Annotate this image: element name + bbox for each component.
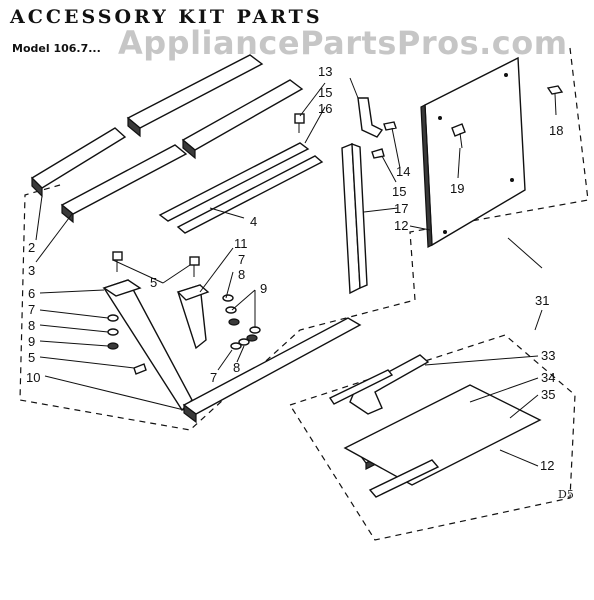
- clip-part-18: [546, 85, 564, 95]
- callout-8-lower: 8: [233, 360, 240, 375]
- callout-31: 31: [535, 293, 549, 308]
- callout-2: 2: [28, 240, 35, 255]
- callout-5-lower: 5: [28, 350, 35, 365]
- callout-5-upper: 5: [150, 275, 157, 290]
- angle-strip-part-3: [60, 144, 188, 224]
- screw-part-14: [383, 121, 397, 131]
- seal-strip-part-33: [328, 354, 430, 415]
- washer-nut-set-left: [107, 314, 119, 350]
- callout-6: 6: [28, 286, 35, 301]
- bracket-part-11: [176, 284, 210, 350]
- screw-part-15: [371, 148, 385, 159]
- callout-7-lower: 7: [210, 370, 217, 385]
- callout-15-upper: 15: [318, 85, 332, 100]
- callout-4: 4: [250, 214, 257, 229]
- model-number-label: Model 106.7...: [12, 42, 101, 55]
- callout-8-right: 8: [238, 267, 245, 282]
- washer-nut-set-lower: [230, 334, 258, 350]
- callout-10: 10: [26, 370, 40, 385]
- angle-strip-upper-left: [126, 54, 264, 138]
- callout-35: 35: [541, 387, 555, 402]
- callout-11: 11: [234, 236, 248, 251]
- callout-17: 17: [394, 201, 408, 216]
- page-title: ACCESSORY KIT PARTS: [10, 6, 323, 28]
- callout-9-right: 9: [260, 281, 267, 296]
- washer-nut-set-right: [222, 294, 261, 334]
- angle-strip-part-2: [30, 127, 127, 198]
- bracket-part-13: [357, 97, 384, 138]
- callout-12-panel: 12: [394, 218, 408, 233]
- callout-7-left: 7: [28, 302, 35, 317]
- callout-15-lower: 15: [392, 184, 406, 199]
- diagram-code: D5: [558, 488, 574, 501]
- bolt-part-5-lower: [133, 363, 147, 375]
- callout-3: 3: [28, 263, 35, 278]
- callout-12-base: 12: [540, 458, 554, 473]
- callout-14: 14: [396, 164, 410, 179]
- bolt-part-5-upper-right: [189, 256, 200, 277]
- base-rail-part-10: [182, 317, 362, 424]
- callout-19: 19: [450, 181, 464, 196]
- angle-strip-upper-right: [181, 79, 304, 160]
- callout-13: 13: [318, 64, 332, 79]
- kit-boundary-outline: [19, 47, 589, 431]
- watermark-text: AppliancePartsPros.com: [118, 24, 568, 62]
- base-strip-part-12: [343, 384, 542, 498]
- panel-part-12: [420, 56, 526, 248]
- callout-33: 33: [541, 348, 555, 363]
- callout-9-left: 9: [28, 334, 35, 349]
- screw-part-19: [451, 123, 466, 149]
- leader-lines: [35, 77, 557, 467]
- callout-7-right: 7: [238, 252, 245, 267]
- sub-kit-boundary-outline: [289, 334, 576, 541]
- rail-part-4: [158, 142, 324, 234]
- callout-34: 34: [541, 370, 555, 385]
- callout-8-left: 8: [28, 318, 35, 333]
- callout-16: 16: [318, 101, 332, 116]
- screw-part-16: [294, 113, 305, 133]
- channel-part-17: [341, 142, 368, 295]
- callout-18: 18: [549, 123, 563, 138]
